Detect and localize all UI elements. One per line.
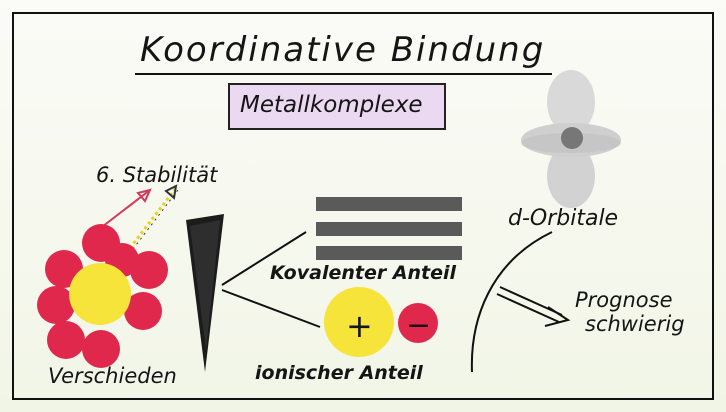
covalent-bar	[316, 197, 462, 211]
slide-frame	[12, 12, 714, 400]
prognosis-arrow-line2	[496, 293, 560, 323]
ligand	[130, 251, 168, 289]
minus-sign: −	[406, 308, 432, 343]
prognosis-label: Prognose	[575, 288, 673, 312]
branch-line-covalent	[221, 231, 307, 286]
orbital-lobe	[547, 70, 595, 134]
orbitals-label: d-Orbitale	[508, 206, 619, 231]
ligand	[124, 292, 162, 330]
stability-arrow-dotted	[128, 187, 178, 249]
cation-circle	[324, 287, 394, 357]
orbital-lobe	[547, 144, 595, 208]
stability-arrow-red	[97, 189, 151, 231]
slide-subtitle: Metallkomplexe	[240, 92, 423, 118]
ligand	[47, 321, 85, 359]
metal-complex	[37, 224, 168, 368]
metal-center	[69, 263, 131, 325]
branch-line-ionic	[221, 289, 321, 328]
covalent-bar	[316, 222, 462, 236]
ligand	[82, 330, 120, 368]
plus-sign: +	[346, 307, 373, 345]
covalent-bar	[316, 246, 462, 260]
different-label: Verschieden	[48, 364, 177, 388]
stability-arrow-dotted-shade	[132, 189, 179, 250]
d-orbital	[521, 70, 621, 208]
difficult-label: schwierig	[585, 312, 685, 336]
anion-circle	[398, 303, 438, 343]
subtitle-box	[228, 83, 446, 130]
orbital-arc	[470, 231, 553, 373]
stability-arrowhead-dotted	[164, 184, 178, 200]
covalent-label: Kovalenter Anteil	[270, 262, 457, 284]
stability-label: 6. Stabilität	[96, 163, 218, 187]
ligand	[37, 286, 75, 324]
wedge-texture	[190, 220, 220, 350]
prognosis-arrowhead	[544, 306, 571, 327]
slide-title: Koordinative Bindung	[140, 30, 546, 70]
orbital-nucleus	[561, 127, 583, 149]
stability-arrowhead-red	[136, 188, 152, 203]
ionic-label: ionischer Anteil	[255, 362, 423, 384]
